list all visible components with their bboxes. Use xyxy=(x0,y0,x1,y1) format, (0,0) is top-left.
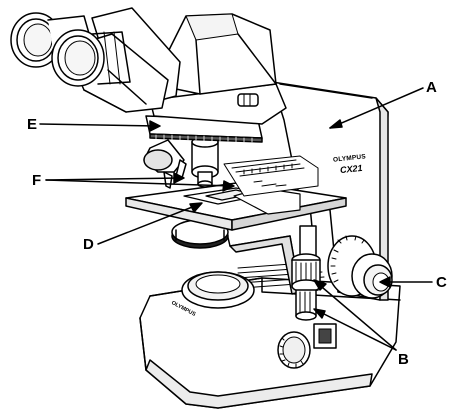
label-a: A xyxy=(426,79,437,96)
label-d: D xyxy=(83,236,94,253)
leader-b-1-arrow xyxy=(313,279,327,291)
label-f: F xyxy=(32,172,42,189)
microscope-base xyxy=(139,277,401,409)
label-c: C xyxy=(436,274,447,291)
leader-f-1 xyxy=(45,177,183,181)
label-b: B xyxy=(398,351,409,368)
leader-b-1 xyxy=(315,281,397,351)
leader-f-1-arrow xyxy=(173,172,185,184)
stage-scale xyxy=(223,155,319,197)
coarse-focus-knob xyxy=(327,235,393,299)
objective-lenses xyxy=(143,136,219,189)
leader-a xyxy=(329,87,424,129)
light-intensity-dial xyxy=(277,331,311,369)
eyepieces xyxy=(10,12,131,87)
leader-lines xyxy=(39,87,433,351)
leader-d-arrow xyxy=(189,202,203,213)
leader-e xyxy=(39,123,159,127)
leader-d xyxy=(97,203,201,245)
base-vents xyxy=(237,261,325,289)
leader-b-2-arrow xyxy=(313,308,326,319)
leader-f-2 xyxy=(45,179,233,187)
head-clamp-screw xyxy=(237,93,259,107)
base-illuminator xyxy=(181,271,255,309)
label-e: E xyxy=(27,116,38,133)
leader-c-arrow xyxy=(379,276,391,288)
leader-e-arrow xyxy=(149,120,161,132)
leader-f-2-arrow xyxy=(222,180,235,192)
main-switch xyxy=(313,323,337,349)
leader-b-2 xyxy=(315,309,397,351)
leader-a-arrow xyxy=(329,119,343,129)
